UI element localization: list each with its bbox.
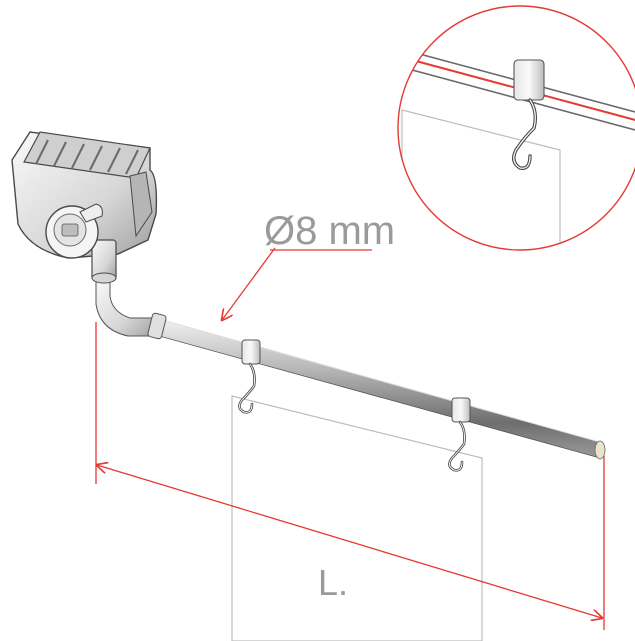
length-dimension	[96, 322, 604, 630]
wall-bracket-icon	[11, 131, 158, 284]
diameter-label: Ø8 mm	[264, 209, 395, 253]
elbow-connector	[95, 277, 167, 340]
clip-hook-icon	[448, 397, 471, 472]
hanging-sheet	[231, 395, 483, 641]
clip-hook-icon	[238, 339, 261, 414]
zoom-detail-icon	[397, 5, 635, 251]
diameter-callout	[222, 247, 372, 320]
dimension-line	[97, 465, 602, 618]
length-label: L.	[318, 562, 348, 603]
rod-end-cap-icon	[594, 440, 606, 460]
lock-key-icon	[45, 203, 103, 259]
arrow-icon	[222, 247, 276, 320]
